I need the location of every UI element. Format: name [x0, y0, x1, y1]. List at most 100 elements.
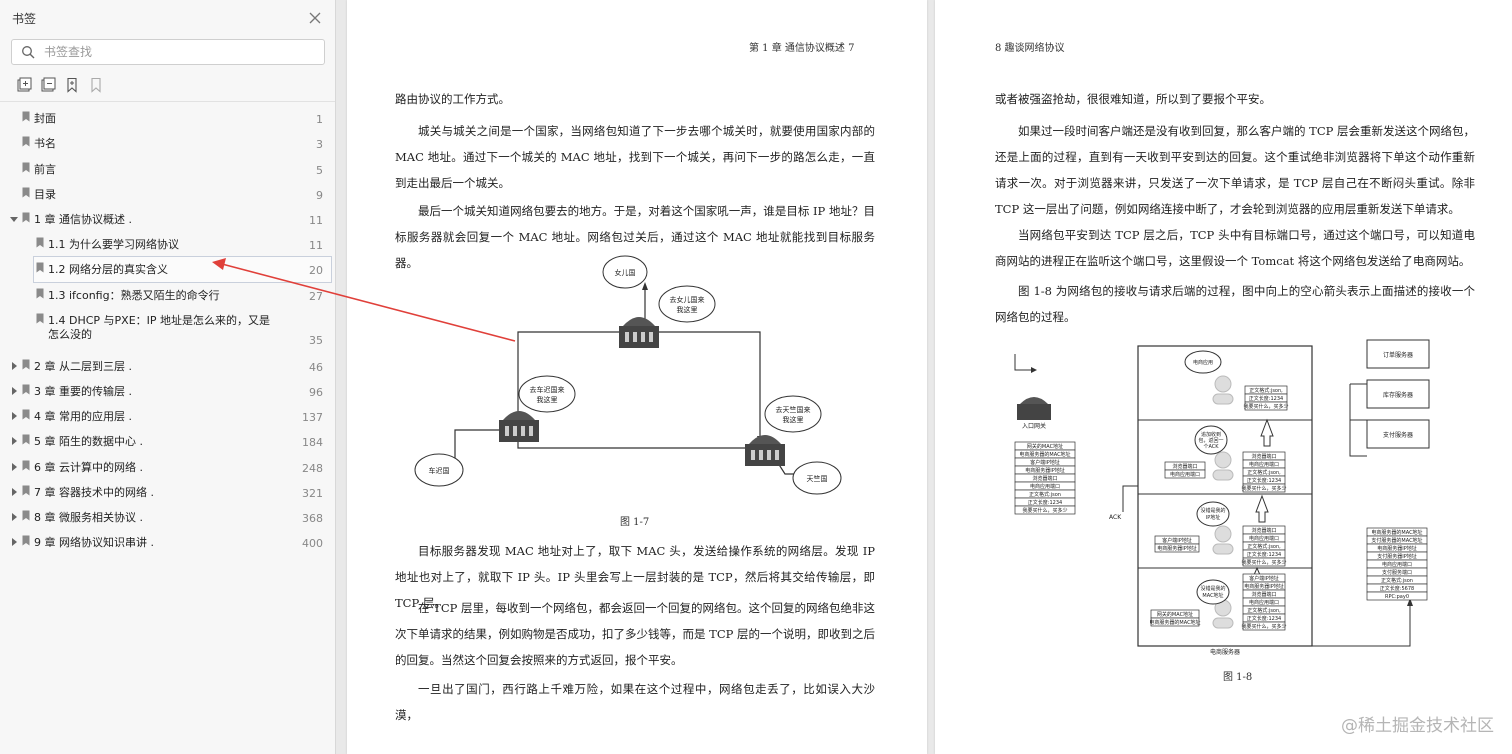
rpc-text: RPC:pay0 [1385, 594, 1409, 600]
toc-label: 6 章 云计算中的网络 . [34, 461, 143, 474]
toc-label: 1.4 DHCP 与PXE：IP 地址是怎么来的，又是 [48, 314, 271, 327]
layer1-body-cell [1242, 621, 1286, 631]
toc-item[interactable]: 1 章 通信协议概述 .11 [0, 207, 335, 232]
layer1-hdr-cell [1150, 617, 1200, 627]
bookmark-icon [22, 510, 30, 521]
bubble-text: 个ACK [1203, 444, 1219, 450]
paragraph: 路由协议的工作方式。 [395, 92, 510, 106]
bookmark-icon [36, 262, 44, 273]
toc-item[interactable]: 5 章 陌生的数据中心 .184 [0, 429, 335, 454]
chevron-right-icon[interactable] [10, 436, 18, 446]
bubble-text: 我这里 [537, 395, 558, 404]
bookmark-panel: 书签 [0, 0, 336, 754]
toc-label: 5 章 陌生的数据中心 . [34, 435, 143, 448]
toc-page-number: 248 [302, 462, 323, 475]
toc-item[interactable]: 9 章 网络协议知识串讲 .400 [0, 530, 335, 555]
castle-icon [1017, 397, 1051, 420]
bubble-text: 女儿国 [615, 268, 636, 277]
running-header: 第 1 章 通信协议概述 7 [749, 43, 855, 54]
toc-label-line2: 怎么没的 [48, 328, 92, 341]
layer1-body-text: 浏览器端口 [1251, 591, 1276, 598]
chevron-down-icon[interactable] [10, 214, 18, 224]
chevron-right-icon[interactable] [10, 386, 18, 396]
bubble-text: 我这里 [783, 415, 804, 424]
layer1-body-text: 正文格式:json, [1247, 607, 1281, 614]
layer2-body-cell [1242, 557, 1286, 567]
toc-item[interactable]: 8 章 微服务相关协议 .368 [0, 505, 335, 530]
figure-1-7: 女儿国 去女儿国来 我这里 去车迟国来 我这里 去天竺国来 我这里 车迟国 天竺… [414, 255, 842, 495]
packet-layers: 正文格式:json,正文长度:1234我要买什么，买多少浏览器端口电商应用端口浏… [1149, 385, 1289, 631]
add-bookmark-icon[interactable] [64, 77, 80, 93]
toc-item[interactable]: 7 章 容器技术中的网络 .321 [0, 480, 335, 505]
expand-all-icon[interactable] [16, 77, 32, 93]
figure-1-8: 入口网关 网关的MAC地址电商服务器的MAC地址客户端IP地址电商服务器IP地址… [1014, 339, 1430, 656]
toc-page-number: 3 [316, 138, 323, 151]
rpc-text: 支付服务器的MAC地址 [1371, 537, 1422, 544]
layer1-body-text: 客户端IP地址 [1249, 575, 1279, 582]
bookmark-icon [22, 111, 30, 122]
running-header: 8 趣谈网络协议 [995, 43, 1065, 54]
paragraph: 目标服务器发现 MAC 地址对上了，取下 MAC 头，发送给操作系统的网络层。发… [395, 544, 875, 610]
divider [0, 101, 335, 102]
layer2-body-text: 我要买什么，买多少 [1241, 559, 1286, 566]
packet-text: 浏览器端口 [1032, 475, 1057, 482]
layer1-hdr-text: 电商服务器的MAC地址 [1149, 619, 1200, 626]
layer2-hdr-cell [1154, 543, 1200, 553]
castle-icon [619, 317, 659, 348]
bookmark-icon [22, 187, 30, 198]
toc-page-number: 1 [316, 113, 323, 126]
bookmark-icon [22, 485, 30, 496]
search-icon [22, 46, 35, 59]
toc-item[interactable]: 3 章 重要的传输层 .96 [0, 379, 335, 404]
toc-page-number: 27 [309, 290, 323, 303]
toc-item[interactable]: 2 章 从二层到三层 .46 [0, 354, 335, 379]
bubble-text: 车迟国 [429, 466, 450, 475]
bookmark-search-box[interactable] [11, 39, 325, 65]
bookmark-search-input[interactable] [44, 43, 314, 61]
service-box [1366, 379, 1430, 409]
chevron-right-icon[interactable] [10, 537, 18, 547]
toc-item[interactable]: 目录 9 [0, 182, 335, 207]
chevron-right-icon[interactable] [10, 411, 18, 421]
toc-page-number: 9 [316, 189, 323, 202]
chevron-right-icon[interactable] [10, 462, 18, 472]
toc-subitem[interactable]: 1.4 DHCP 与PXE：IP 地址是怎么来的，又是怎么没的 35 [0, 308, 335, 348]
paragraph: 或者被强盗抢劫，很很难知道，所以到了要报个平安。 [995, 92, 1271, 106]
layer2-hdr-text: 客户端IP地址 [1162, 537, 1192, 544]
rpc-text: 电商服务器的MAC地址 [1371, 529, 1422, 536]
packet-text: 电商服务器的MAC地址 [1019, 451, 1070, 458]
bookmark-icon[interactable] [88, 77, 104, 93]
toc-item[interactable]: 6 章 云计算中的网络 . 248 [0, 455, 335, 480]
paragraph: 当网络包平安到达 TCP 层之后，TCP 头中有目标端口号，通过这个端口号，可以… [995, 228, 1475, 268]
layer2-body-text: 正文格式:json, [1247, 543, 1281, 550]
layer1-body-text: 我要买什么，买多少 [1241, 623, 1286, 630]
rpc-cell [1366, 591, 1428, 601]
rpc-packet-stack: 电商服务器的MAC地址支付服务器的MAC地址电商服务器IP地址支付服务器IP地址… [1366, 527, 1428, 601]
chevron-right-icon[interactable] [10, 487, 18, 497]
rpc-text: 支付服务器IP地址 [1377, 553, 1417, 560]
chevron-right-icon[interactable] [10, 361, 18, 371]
chevron-right-icon[interactable] [10, 512, 18, 522]
pdf-page-right: 8 趣谈网络协议 或者被强盗抢劫，很很难知道，所以到了要报个平安。 如果过一段时… [935, 0, 1512, 754]
bookmark-icon [22, 460, 30, 471]
layer2-body-text: 正文长度:1234 [1247, 551, 1281, 558]
toc-page-number: 35 [309, 334, 323, 347]
collapse-all-icon[interactable] [40, 77, 56, 93]
figure-caption: 图 1-7 [620, 517, 650, 528]
server-label: 电商服务器 [1210, 648, 1240, 656]
layer3-body-cell [1242, 483, 1286, 493]
paragraph: 在 TCP 层里，每收到一个网络包，都会返回一个回复的网络包。这个回复的网络包绝… [395, 601, 876, 667]
bubble-text: 去车迟国来 [530, 385, 565, 394]
toc-item[interactable]: 4 章 常用的应用层 .137 [0, 404, 335, 429]
toc-label: 目录 [34, 188, 56, 201]
close-icon[interactable] [307, 10, 323, 26]
bookmark-icon [36, 313, 44, 324]
layer1-body-text: 电商应用端口 [1249, 599, 1279, 606]
